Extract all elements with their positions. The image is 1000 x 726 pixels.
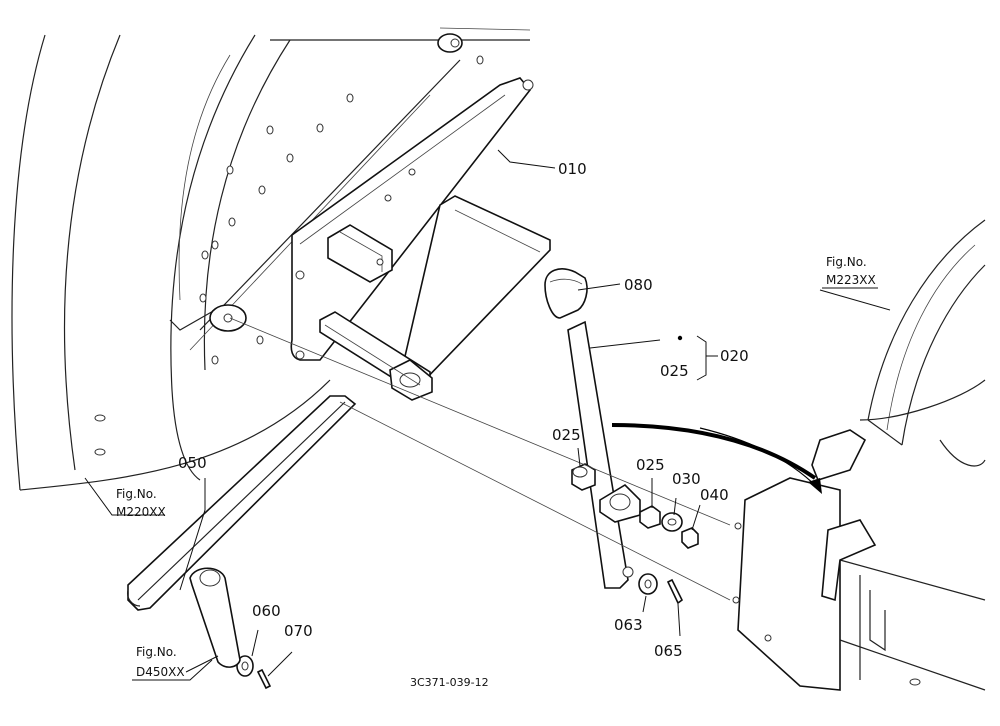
- label-025-right: 025: [636, 456, 665, 474]
- curved-arrow: [611, 423, 822, 494]
- rod-050: [127, 395, 357, 611]
- fig-ref-m223-code: M223XX: [826, 273, 876, 287]
- label-025-bushing: 025: [552, 426, 581, 444]
- fig-ref-d450-code: D450XX: [136, 665, 185, 679]
- part-labels: 010 080 020 025 025 025 030 040 050 060 …: [178, 160, 749, 660]
- left-fender: [11, 27, 531, 491]
- label-080: 080: [624, 276, 653, 294]
- label-060: 060: [252, 602, 281, 620]
- figure-references: Fig.No. M223XX Fig.No. M220XX Fig.No. D4…: [116, 255, 878, 681]
- label-040: 040: [700, 486, 729, 504]
- bracket-plate-010: [290, 77, 534, 361]
- label-030: 030: [672, 470, 701, 488]
- drawing-number: 3C371-039-12: [410, 676, 489, 689]
- fig-ref-m220-caption: Fig.No.: [116, 487, 157, 501]
- label-065: 065: [654, 642, 683, 660]
- label-010: 010: [558, 160, 587, 178]
- lever-020: [567, 320, 641, 589]
- shaft-frame: [319, 195, 551, 401]
- lower-arm: [189, 567, 241, 668]
- right-fender: [811, 219, 986, 481]
- label-025-upper: 025: [660, 362, 689, 380]
- label-050: 050: [178, 454, 207, 472]
- hardware-group: [236, 463, 699, 690]
- right-frame: [732, 477, 986, 691]
- fig-ref-m223-caption: Fig.No.: [826, 255, 867, 269]
- fig-ref-m220-code: M220XX: [116, 505, 166, 519]
- label-020: 020: [720, 347, 749, 365]
- knob-080: [544, 268, 588, 319]
- label-070: 070: [284, 622, 313, 640]
- fig-ref-d450-caption: Fig.No.: [136, 645, 177, 659]
- assembly-centerlines: [229, 317, 731, 601]
- label-063: 063: [614, 616, 643, 634]
- leader-lines: [84, 149, 891, 677]
